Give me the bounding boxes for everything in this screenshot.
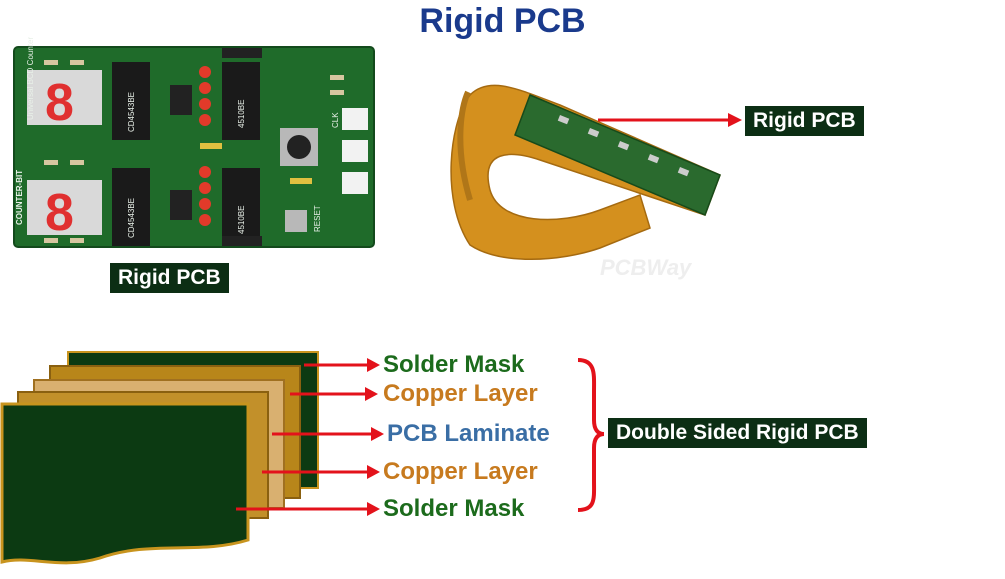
- page-title: Rigid PCB: [419, 2, 586, 40]
- chip-label-c: CD4543BE: [127, 198, 136, 238]
- layer-label-solder-mask-top: Solder Mask: [383, 351, 525, 378]
- clk-label: CLK: [331, 112, 340, 128]
- flex-label: Rigid PCB: [745, 106, 864, 136]
- reset-label: RESET: [313, 205, 322, 232]
- board-silkscreen-side: Universal BCD Counter: [26, 37, 35, 120]
- chip-label-a: CD4543BE: [127, 92, 136, 132]
- layer-stack: [0, 351, 319, 565]
- layer-label-laminate: PCB Laminate: [387, 420, 550, 447]
- board-label: Rigid PCB: [110, 263, 229, 293]
- svg-text:8: 8: [45, 74, 74, 132]
- watermark: PCBWay: [600, 255, 693, 280]
- layer-label-solder-mask-bottom: Solder Mask: [383, 495, 525, 522]
- rigid-pcb-board: 8 8: [13, 37, 375, 248]
- flex-rigid-pcb: PCBWay: [450, 84, 721, 280]
- svg-text:8: 8: [45, 184, 74, 242]
- board-silkscreen-title: COUNTER-BIT: [15, 170, 24, 225]
- layer-label-copper-bottom: Copper Layer: [383, 458, 538, 485]
- flex-arrow-head: [728, 113, 742, 127]
- chip-label-b: 4510BE: [237, 100, 246, 128]
- chip-label-d: 4510BE: [237, 206, 246, 234]
- layer-label-copper-top: Copper Layer: [383, 380, 538, 407]
- layer-arrows: [236, 358, 384, 516]
- layer-brace: [577, 358, 605, 512]
- stack-label: Double Sided Rigid PCB: [608, 418, 867, 448]
